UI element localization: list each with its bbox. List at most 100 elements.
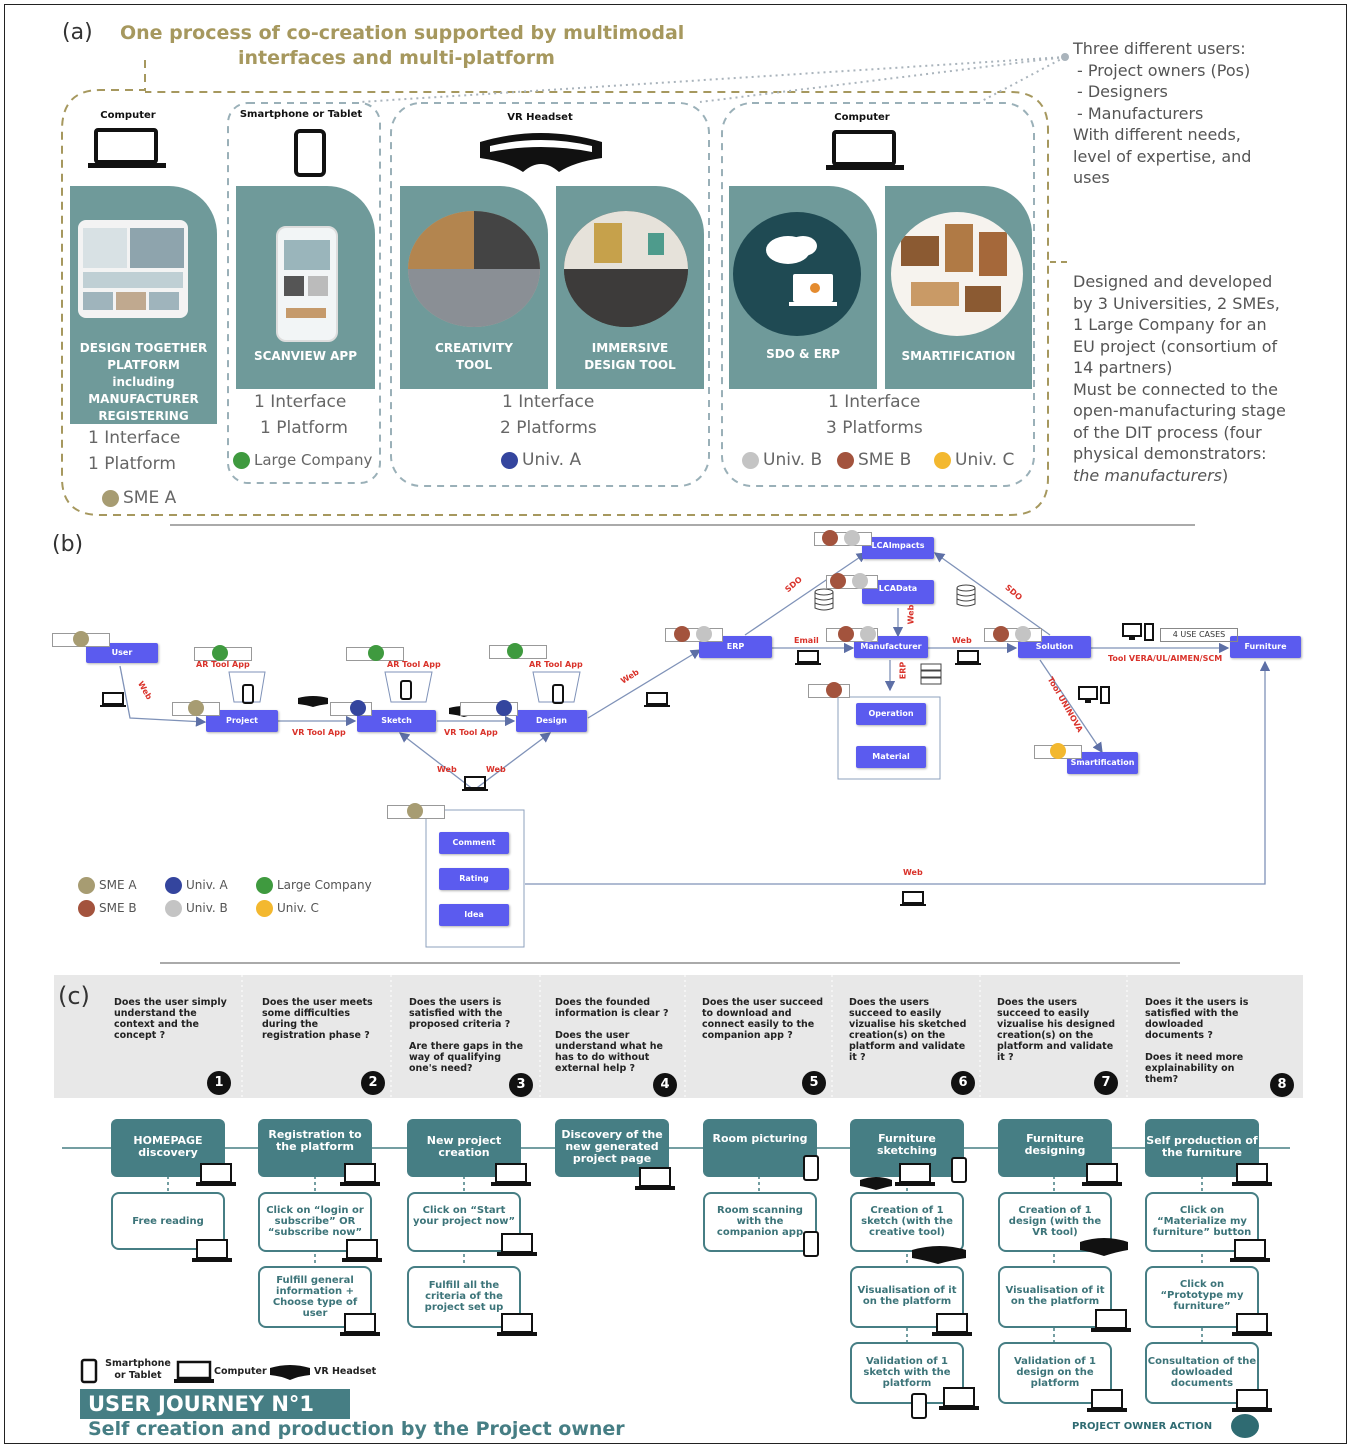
question-number: 4 <box>653 1073 677 1097</box>
designed-text-line: the manufacturers) <box>1073 465 1286 487</box>
separator-ab <box>170 524 1195 526</box>
edge-label-web: Web <box>952 636 972 645</box>
legend-univ-b-label: Univ. B <box>186 901 228 915</box>
card-title-line: REGISTERING <box>98 409 189 423</box>
sme-a-dot <box>407 803 423 819</box>
question-text: Does the user meets some difficulties du… <box>262 997 373 1041</box>
partner-univ-a: Univ. A <box>501 450 581 470</box>
journey-action: Creation of 1 sketch (with the creative … <box>850 1192 964 1252</box>
partner-univ-a-label: Univ. A <box>522 450 582 470</box>
laptop-icon <box>644 692 670 707</box>
question-number: 8 <box>1270 1073 1294 1097</box>
partner-univ-c-label: Univ. C <box>955 450 1015 470</box>
card-title-line: including <box>112 375 175 389</box>
journey-subtitle: Self creation and production by the Proj… <box>88 1418 625 1440</box>
smartification-illustration <box>891 212 1023 336</box>
legend-computer-label: Computer <box>214 1366 267 1377</box>
panel-c-letter: (c) <box>58 982 90 1010</box>
panel-a-title-2: interfaces and multi-platform <box>238 47 555 69</box>
node-lcaimpacts: LCAImpacts <box>862 537 934 559</box>
question-text: Does the user simply understand the cont… <box>114 997 227 1041</box>
count-platform-2: 1 Platform <box>260 418 348 438</box>
question-text: Does the user succeed to download and co… <box>702 997 824 1041</box>
panel-a-letter: (a) <box>62 20 93 45</box>
legend-univ-c: Univ. C <box>256 900 319 917</box>
question-text: Does it the users is satisfied with the … <box>1145 997 1249 1041</box>
journey-action: Visualisation of it on the platform <box>998 1266 1112 1328</box>
card-title: SCANVIEW APP <box>253 349 358 363</box>
laptop-icon <box>795 650 821 665</box>
univ-b-dot <box>844 530 860 546</box>
vr-headset-icon <box>480 133 602 172</box>
large-company-dot <box>212 645 228 661</box>
univ-a-dot <box>350 700 366 716</box>
designed-text-line: Designed and developed <box>1073 272 1273 291</box>
count-platform-1: 1 Platform <box>88 454 176 474</box>
smartphone-icon <box>242 684 254 704</box>
partner-sme-a: SME A <box>102 488 176 508</box>
journey-step: Discovery of the new generated project p… <box>555 1119 669 1177</box>
node-user: User <box>86 643 158 663</box>
question-number: 3 <box>509 1073 533 1097</box>
edge-label-ar: AR Tool App <box>196 660 250 669</box>
card-title-line: DESIGN TOGETHER <box>79 341 208 355</box>
node-project: Project <box>206 710 278 732</box>
legend-univ-c-label: Univ. C <box>277 901 319 915</box>
card-scanview: SCANVIEW APP <box>236 186 375 389</box>
count-interface-1: 1 Interface <box>88 428 181 448</box>
journey-action: Click on “login or subscribe” OR “subscr… <box>258 1192 372 1252</box>
laptop-icon <box>174 1360 214 1383</box>
sme-b-dot <box>674 626 690 642</box>
legend-large-label: Large Company <box>277 878 372 892</box>
node-operation: Operation <box>856 703 926 725</box>
users-text-line: - Manufacturers <box>1077 103 1204 123</box>
laptop-icon <box>100 692 126 707</box>
sme-a-dot <box>73 631 89 647</box>
node-smartification: Smartification <box>1067 752 1138 774</box>
question-number: 1 <box>207 1071 231 1095</box>
legend-sme-a: SME A <box>78 877 137 894</box>
sme-b-dot <box>830 573 846 589</box>
edge-label-vr: VR Tool App <box>292 728 346 737</box>
legend-sme-b: SME B <box>78 900 137 917</box>
journey-action: Room scanning with the companion app <box>703 1192 817 1252</box>
po-action-swatch <box>1231 1414 1259 1438</box>
card-title: SDO & ERP <box>766 347 840 361</box>
designed-text-line: open-manufacturing stage <box>1073 401 1286 420</box>
creativity-photo <box>408 211 540 327</box>
edge-label-ar: AR Tool App <box>529 660 583 669</box>
edge-label-erp: ERP <box>898 661 908 680</box>
univ-c-dot <box>256 900 273 917</box>
univ-b-dot <box>860 626 876 642</box>
phone-screenshot <box>276 226 338 342</box>
univ-b-dot <box>742 451 759 469</box>
large-company-dot <box>256 877 273 894</box>
node-rating: Rating <box>439 868 509 890</box>
sme-a-dot <box>78 877 95 894</box>
journey-action: Creation of 1 design (with the VR tool) <box>998 1192 1112 1252</box>
laptop-icon <box>462 776 488 791</box>
po-action-label: PROJECT OWNER ACTION <box>1072 1421 1213 1432</box>
sme-b-dot <box>838 626 854 642</box>
panel-a-title-1: One process of co-creation supported by … <box>120 22 685 44</box>
univ-a-dot <box>165 877 182 894</box>
journey-step: New project creation <box>407 1119 521 1177</box>
users-text-line: uses <box>1073 168 1110 187</box>
sme-b-dot <box>826 682 842 698</box>
separator-bc <box>160 962 1180 964</box>
univ-b-dot <box>852 573 868 589</box>
journey-step: Furniture sketching <box>850 1119 964 1177</box>
vr-headset-icon <box>298 696 328 707</box>
designed-text-italic: the manufacturers <box>1073 465 1222 485</box>
users-text-line: Three different users: <box>1073 39 1246 58</box>
panel-b-letter: (b) <box>52 532 84 557</box>
count-platform-3: 2 Platforms <box>500 418 597 438</box>
immersive-photo <box>564 211 688 327</box>
question-number: 2 <box>361 1071 385 1095</box>
device-label-computer-2: Computer <box>834 112 890 123</box>
sme-b-dot <box>822 530 838 546</box>
edge-label-tool-vera: Tool VERA/UL/AIMEN/SCM <box>1108 654 1223 663</box>
legend-univ-b: Univ. B <box>165 900 228 917</box>
designed-text-line: EU project (consortium of <box>1073 336 1278 356</box>
